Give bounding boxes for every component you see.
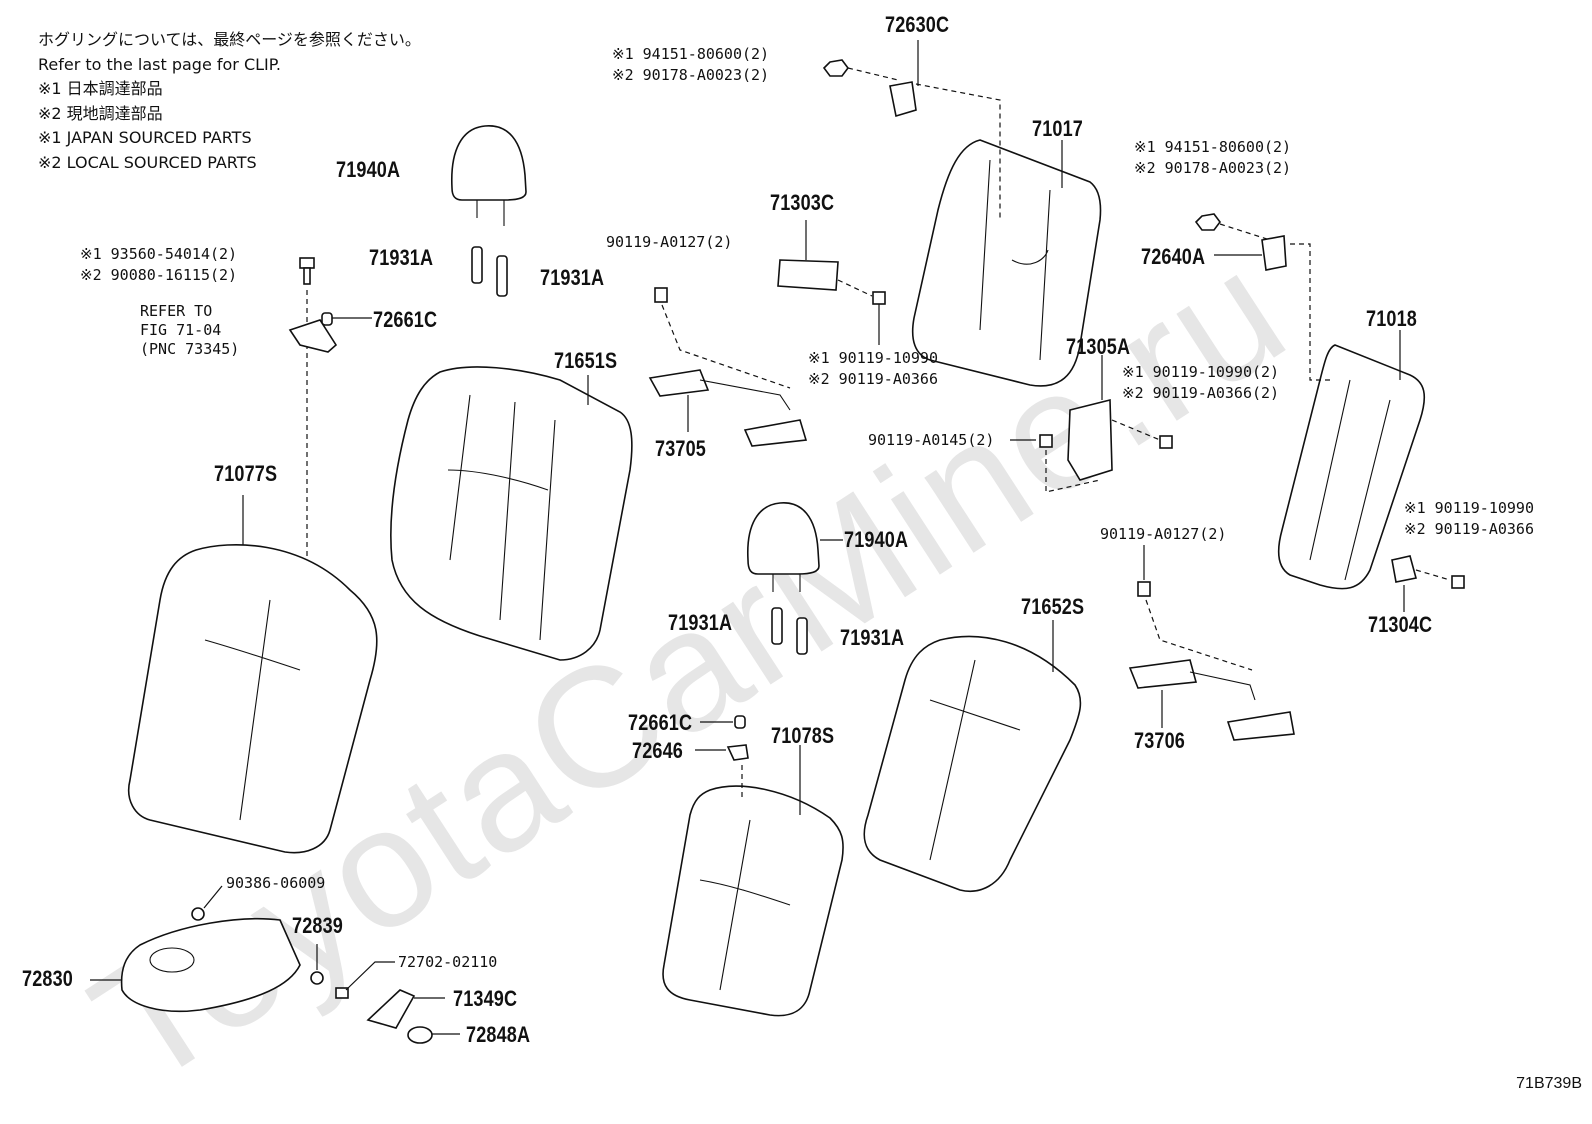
label-pair-bolt-71303c: ※1 90119-10990 ※2 90119-A0366 (808, 348, 938, 390)
label-pair-top-nut: ※1 94151-80600(2) ※2 90178-A0023(2) (612, 44, 769, 86)
pair-line: ※1 93560-54014(2) (80, 245, 238, 263)
label-71931a-3: 71931A (668, 610, 733, 635)
label-72830: 72830 (22, 966, 73, 991)
label-71349c: 71349C (453, 986, 518, 1011)
label-71017: 71017 (1032, 116, 1083, 141)
diagram-drawing (90, 40, 1465, 1044)
label-72661c-middle: 72661C (628, 710, 693, 735)
label-71940a-top: 71940A (336, 157, 401, 182)
parts-diagram: ToyotaCarMine.ru ホグリングについては、最終ページを参照ください… (22, 12, 1582, 1122)
pair-line: ※2 90119-A0366(2) (1122, 384, 1280, 402)
notes-block: ホグリングについては、最終ページを参照ください。 Refer to the la… (38, 28, 421, 175)
pair-line: ※2 90119-A0366 (808, 370, 938, 388)
refer-line: REFER TO (140, 302, 213, 320)
refer-line: (PNC 73345) (140, 340, 240, 358)
label-71305a: 71305A (1066, 334, 1131, 359)
note-line: ホグリングについては、最終ページを参照ください。 (38, 30, 421, 49)
headrest-shape-2 (747, 502, 843, 655)
hinge-72640a (1194, 213, 1330, 381)
label-71077s: 71077S (214, 461, 278, 486)
label-71078s: 71078S (771, 723, 835, 748)
label-90119-a0127-top: 90119-A0127(2) (606, 233, 733, 251)
hinge-72630c (822, 40, 1001, 218)
label-pair-bolt-71304c: ※1 90119-10990 ※2 90119-A0366 (1404, 498, 1534, 540)
pair-line: ※2 90178-A0023(2) (1134, 159, 1292, 177)
pair-line: ※2 90178-A0023(2) (612, 66, 770, 84)
pair-line: ※1 90119-10990(2) (1122, 363, 1280, 381)
striker-73706 (1128, 545, 1295, 741)
label-pair-left-bolt: ※1 93560-54014(2) ※2 90080-16115(2) (80, 244, 237, 286)
label-72702-02110: 72702-02110 (398, 953, 498, 971)
pair-line: ※1 94151-80600(2) (1134, 138, 1292, 156)
bracket-shape-ref (288, 312, 372, 353)
striker-73705 (648, 287, 808, 447)
label-71931a-4: 71931A (840, 625, 905, 650)
refer-line: FIG 71-04 (140, 321, 222, 339)
note-line: ※1 JAPAN SOURCED PARTS (38, 128, 252, 147)
pair-line: ※1 90119-10990 (1404, 499, 1534, 517)
bracket-71303c (777, 220, 886, 345)
pair-line: ※1 94151-80600(2) (612, 45, 770, 63)
label-72848a: 72848A (466, 1022, 531, 1047)
seat-cushion-71077s (128, 495, 378, 854)
pair-line: ※1 90119-10990 (808, 349, 938, 367)
label-90119-a0127-right: 90119-A0127(2) (1100, 525, 1227, 543)
label-90119-a0145: 90119-A0145(2) (868, 431, 995, 449)
clip-parts-middle (695, 715, 749, 761)
label-72661c-left: 72661C (373, 307, 438, 332)
frame-71018 (1277, 330, 1426, 590)
frame-71017 (911, 139, 1102, 387)
armrest-72830 (90, 885, 301, 1013)
label-71651s: 71651S (554, 348, 618, 373)
seat-cushion-71078s (662, 745, 844, 1017)
label-72640a: 72640A (1141, 244, 1206, 269)
seatback-cover-71652s (863, 620, 1082, 892)
seatback-cover-71651s (390, 366, 633, 661)
label-71303c: 71303C (770, 190, 835, 215)
rod-shape-1 (471, 246, 508, 297)
label-90386-06009: 90386-06009 (226, 874, 326, 892)
label-71304c: 71304C (1368, 612, 1433, 637)
note-line: ※2 現地調達部品 (38, 103, 163, 123)
label-71940a-middle: 71940A (844, 527, 909, 552)
label-pair-bolt-71305a: ※1 90119-10990(2) ※2 90119-A0366(2) (1122, 362, 1279, 404)
refer-note: REFER TO FIG 71-04 (PNC 73345) (140, 302, 239, 359)
figure-code: 71B739B (1516, 1075, 1582, 1092)
pair-line: ※2 90080-16115(2) (80, 266, 238, 284)
label-73706: 73706 (1134, 728, 1185, 753)
label-72839: 72839 (292, 913, 343, 938)
headrest-shape-1 (451, 125, 527, 226)
bracket-71304c (1391, 555, 1465, 612)
note-line: ※2 LOCAL SOURCED PARTS (38, 152, 257, 172)
bracket-71305a (1010, 355, 1173, 493)
label-pair-right-nut: ※1 94151-80600(2) ※2 90178-A0023(2) (1134, 137, 1291, 179)
label-71652s: 71652S (1021, 594, 1085, 619)
label-71931a-1: 71931A (369, 245, 434, 270)
label-72646: 72646 (632, 738, 683, 763)
pair-line: ※2 90119-A0366 (1404, 520, 1534, 538)
small-parts-bottom (310, 944, 460, 1044)
label-72630c: 72630C (885, 12, 950, 37)
note-line: ※1 日本調達部品 (38, 79, 163, 98)
label-71931a-2: 71931A (540, 265, 605, 290)
label-73705: 73705 (655, 436, 706, 461)
label-71018: 71018 (1366, 306, 1417, 331)
bolt-shape-left (299, 257, 315, 580)
note-line: Refer to the last page for CLIP. (38, 54, 281, 74)
